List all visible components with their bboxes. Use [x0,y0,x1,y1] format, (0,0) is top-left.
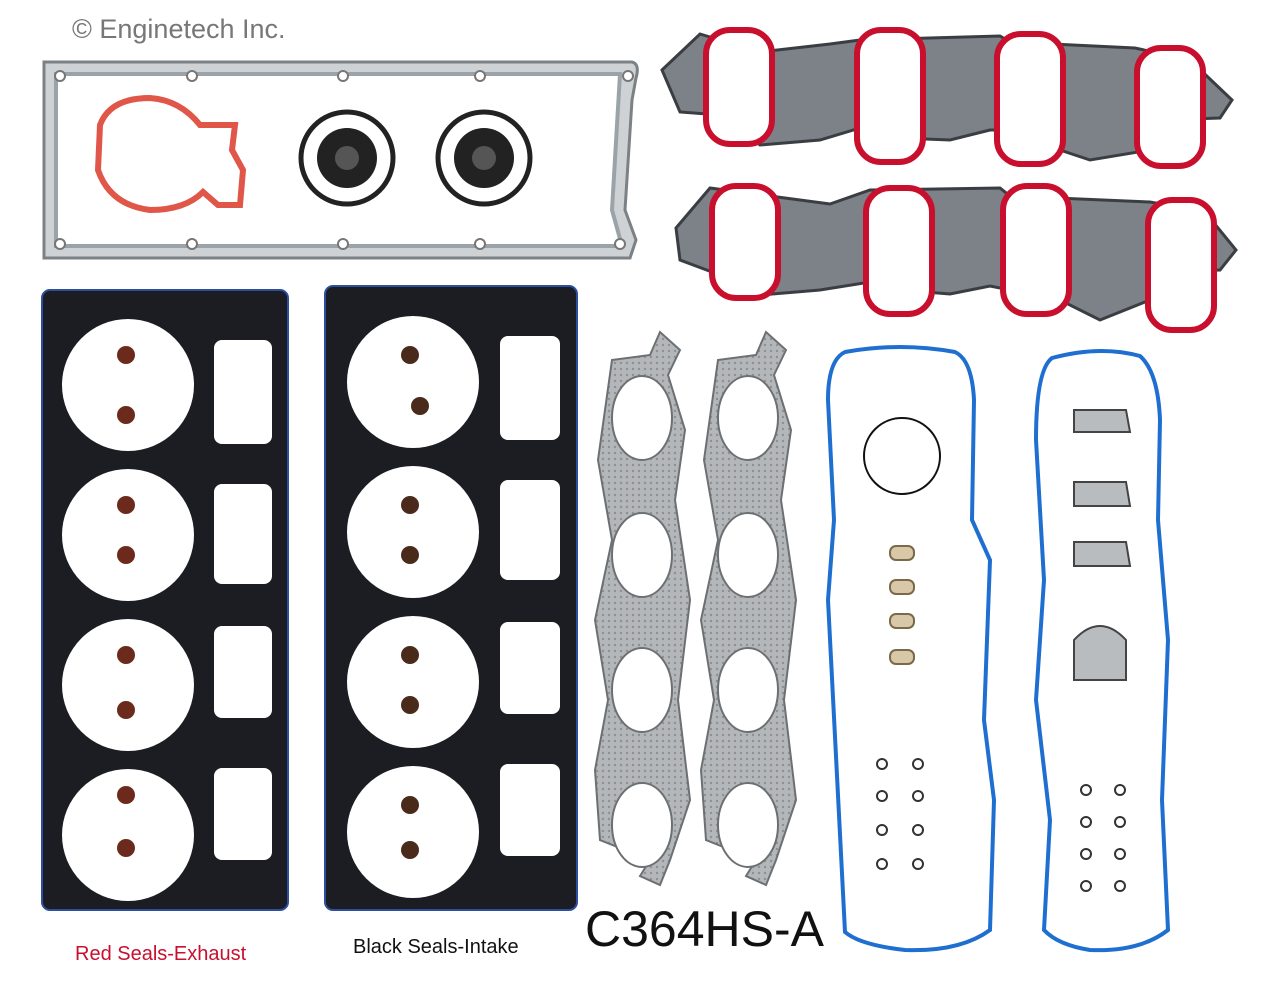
red-oring-seal [94,94,247,214]
intake-gasket-upper [660,27,1234,169]
exhaust-gasket-right [699,330,798,887]
head-gasket-left [41,289,289,911]
part-number: C364HS-A [585,901,824,957]
caption-red-seals: Red Seals-Exhaust [75,943,247,965]
valve-cover-gasket-left [825,345,997,953]
intake-gasket-lower [674,183,1238,333]
head-gasket-right [324,285,578,911]
copyright-text: © Enginetech Inc. [72,14,286,44]
valley-cover-gasket [42,60,639,260]
caption-black-seals: Black Seals-Intake [353,936,519,958]
exhaust-gasket-left [593,330,692,887]
valve-cover-gasket-right [1033,349,1171,953]
